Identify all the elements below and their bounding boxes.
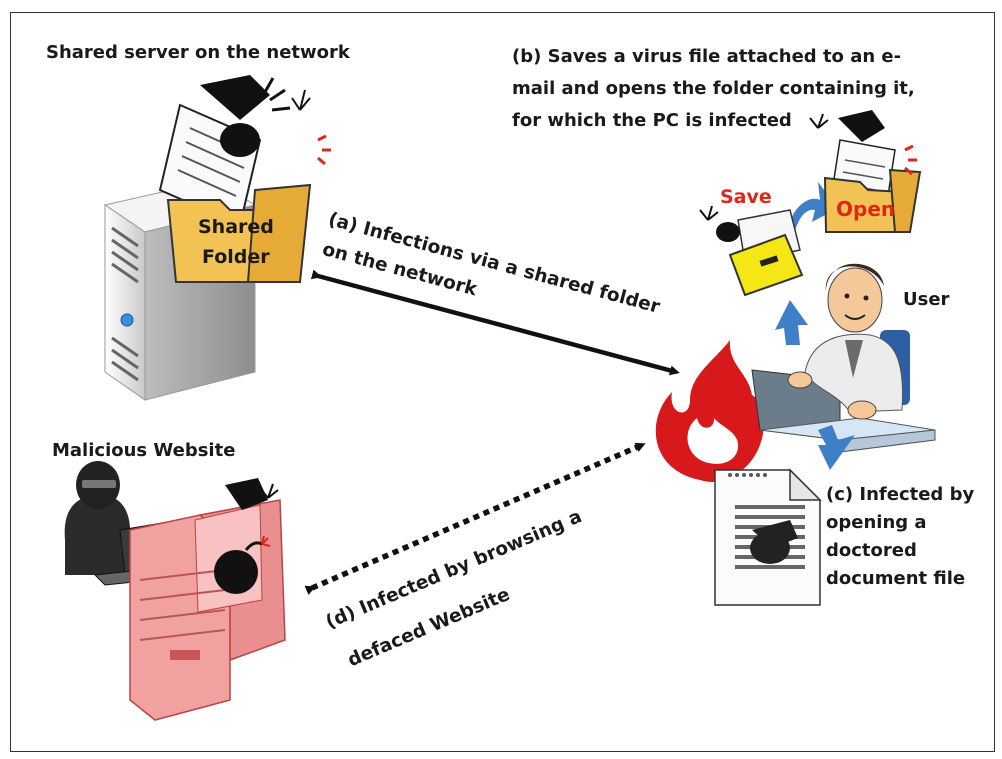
flame-icon	[655, 340, 764, 483]
step-c-line2: opening a	[826, 512, 927, 533]
step-c-line4: document file	[826, 568, 966, 589]
arrow-defaced-website	[304, 442, 646, 595]
shared-server-label: Shared server on the network	[46, 42, 350, 63]
step-b-line3: for which the PC is infected	[512, 110, 792, 131]
save-label: Save	[720, 186, 772, 208]
shared-folder-label-line2: Folder	[202, 246, 270, 268]
laptop-icon	[751, 369, 936, 453]
step-c-line1: (c) Infected by	[826, 484, 975, 505]
malicious-site-icon	[129, 499, 286, 721]
malicious-website-label: Malicious Website	[52, 440, 236, 461]
open-label: Open	[836, 197, 896, 221]
shared-folder-label-line1: Shared	[198, 216, 274, 238]
step-b-line2: mail and opens the folder containing it,	[512, 78, 915, 99]
document-icon	[714, 468, 822, 606]
step-c-line3: doctored	[826, 540, 917, 561]
user-label: User	[903, 289, 950, 310]
envelope-icon	[699, 205, 804, 297]
open-folder-icon	[809, 110, 922, 233]
user-icon	[787, 263, 910, 420]
virus-icon	[200, 75, 331, 166]
folder-icon	[158, 103, 312, 283]
bomb-icon	[214, 478, 279, 594]
step-b-line1: (b) Saves a virus file attached to an e-	[512, 46, 902, 67]
arrow-shared-folder	[310, 269, 680, 376]
